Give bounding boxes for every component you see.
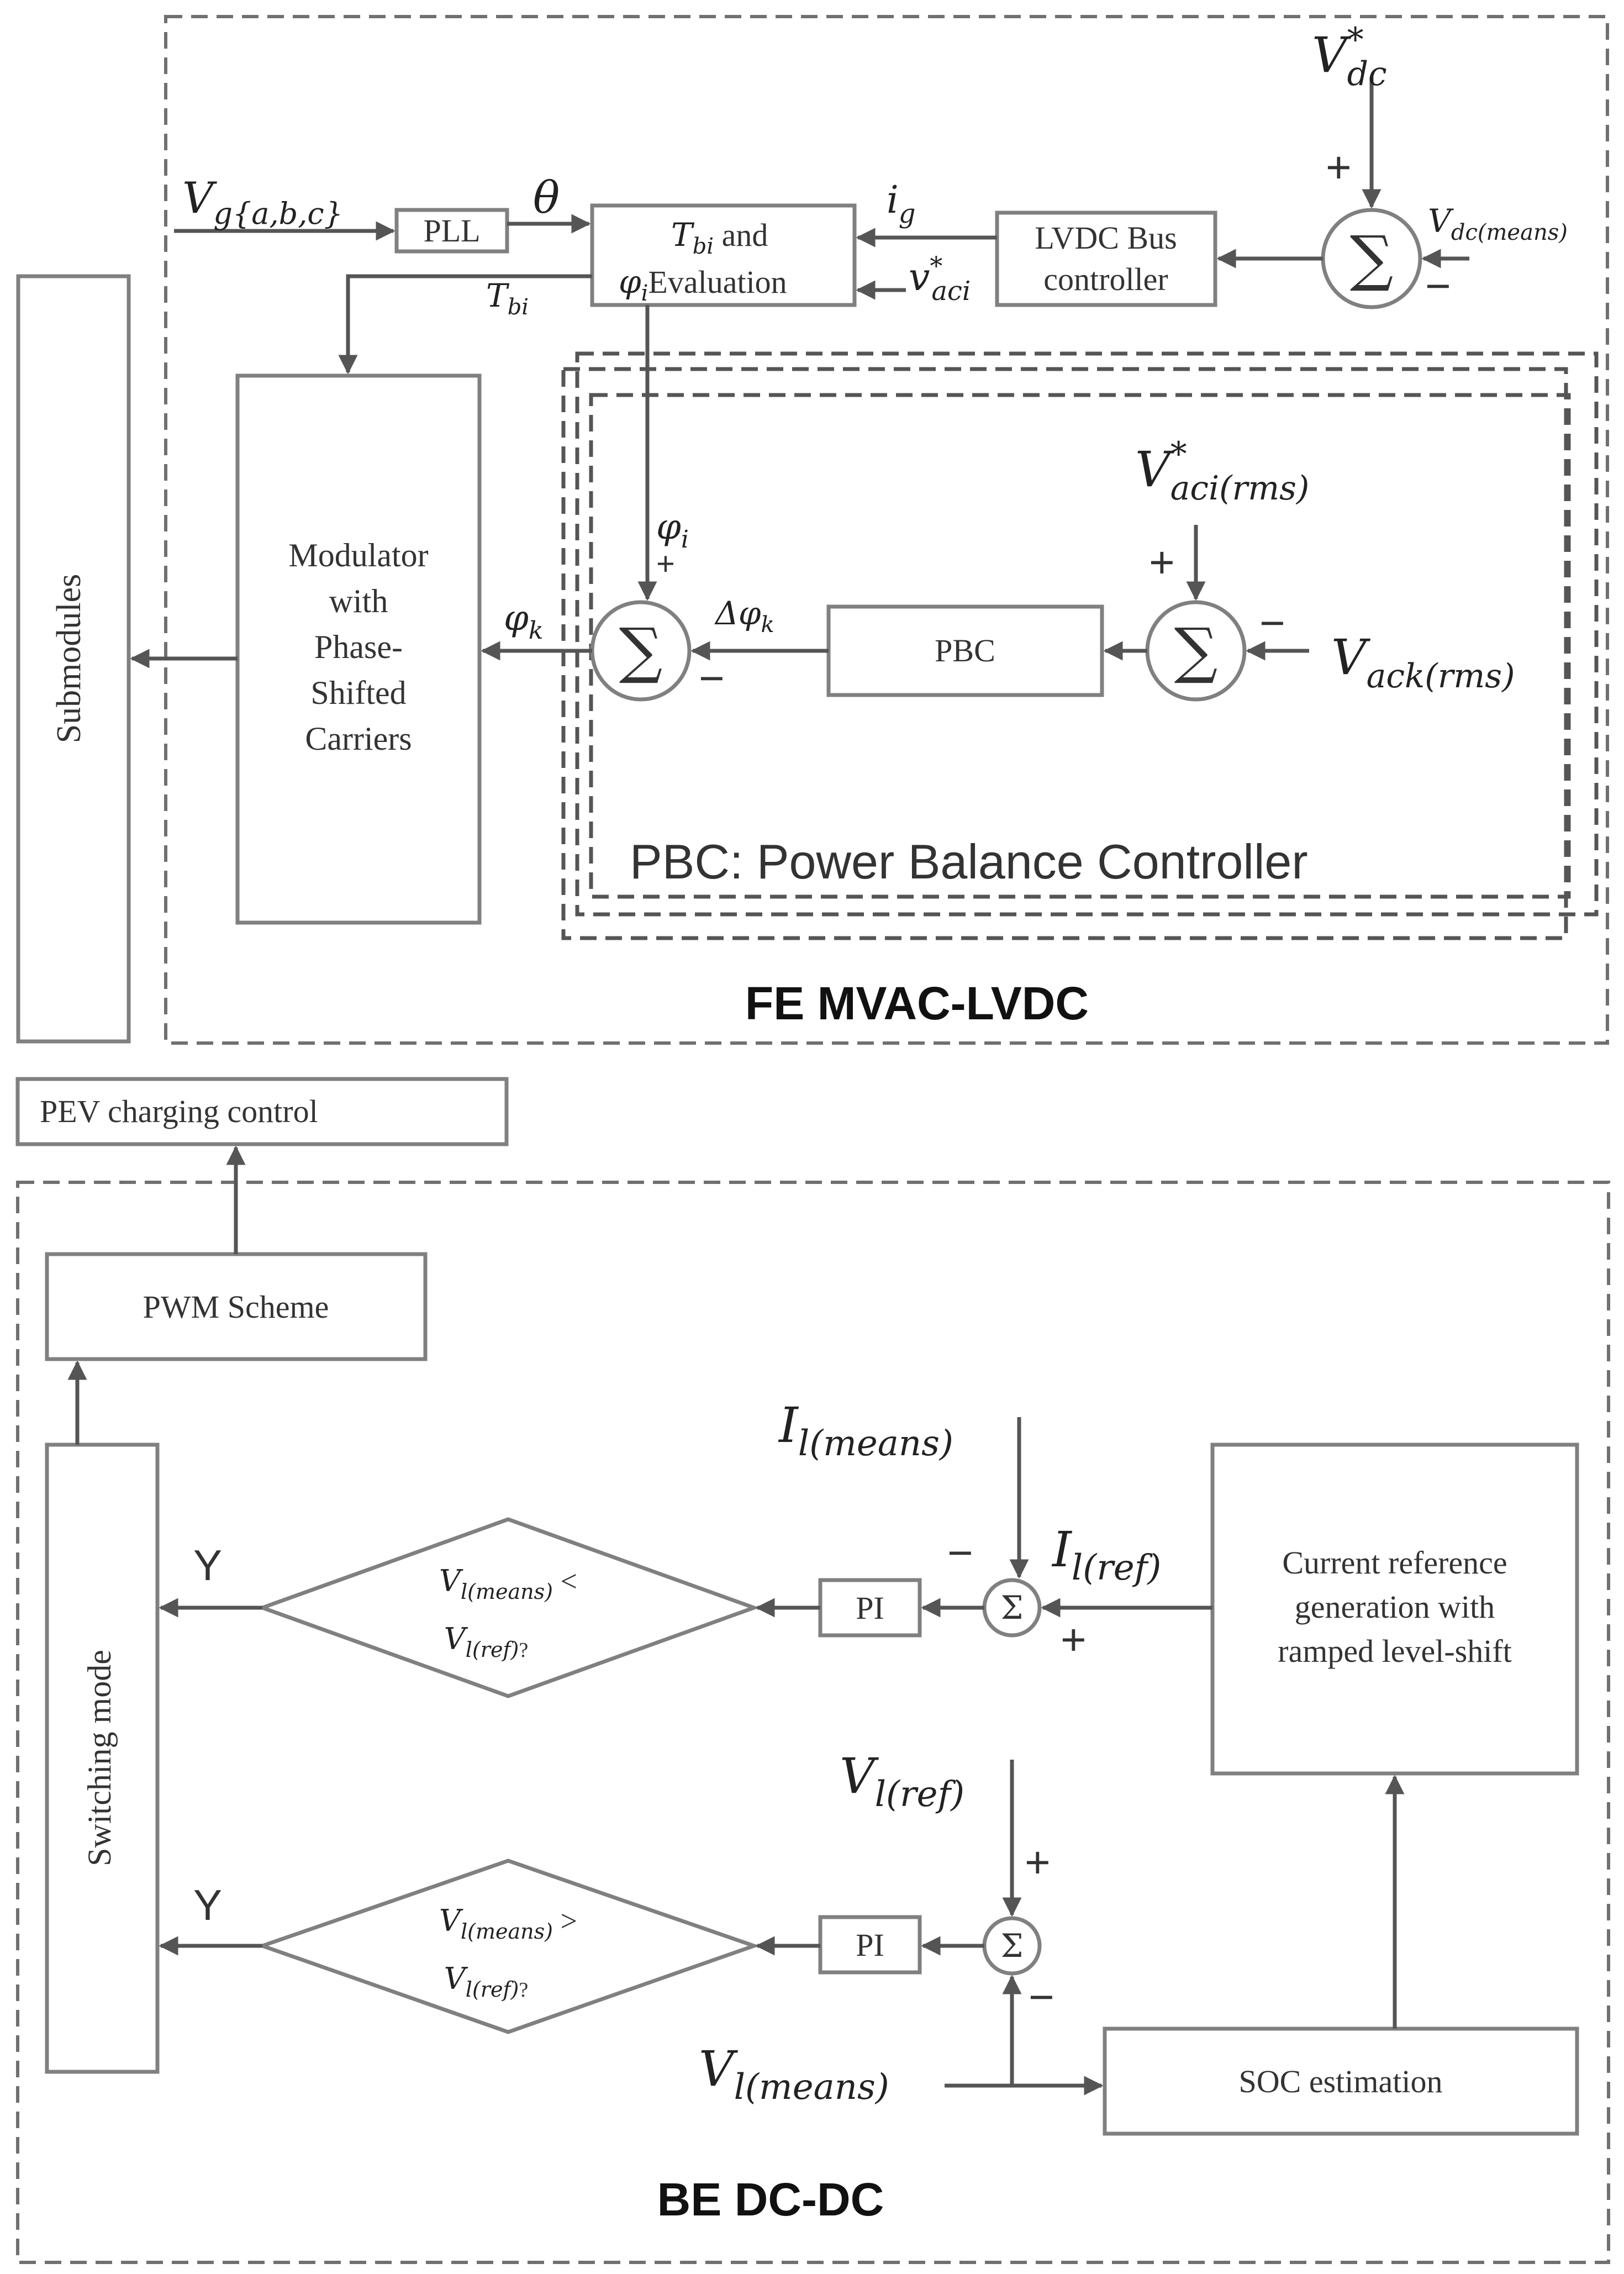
signal-il-means: Il(means) [778, 1397, 953, 1464]
sum-symbol-current: Σ [1000, 1589, 1023, 1626]
fe-title: FE MVAC-LVDC [745, 977, 1089, 1029]
mod-label-2: with [329, 583, 388, 619]
pwm-label: PWM Scheme [143, 1289, 329, 1325]
pll-label: PLL [423, 213, 480, 249]
submodules-block [16, 274, 131, 1044]
be-title: BE DC-DC [657, 2173, 884, 2225]
pbc-frame-middle [575, 351, 1599, 917]
soc-estimation-block [1103, 2026, 1579, 2136]
lvdc-bus-controller-block [995, 210, 1217, 307]
sum-symbol-vdc: ∑ [1350, 223, 1394, 293]
pwm-scheme-block [45, 1252, 428, 1361]
sign-minus-voltage: − [1029, 1972, 1054, 2022]
current-reference-block [1210, 1443, 1579, 1776]
decision-bottom [256, 1859, 760, 2034]
current-ref-label-2: generation with [1295, 1589, 1495, 1625]
sum-symbol-vac: ∑ [1174, 615, 1218, 686]
current-ref-label-1: Current reference [1282, 1545, 1507, 1581]
signal-theta: θ [533, 172, 560, 223]
sign-plus-phi: + [656, 546, 675, 582]
pi-label-top: PI [856, 1590, 884, 1626]
sign-minus-vac: − [1259, 598, 1285, 648]
modulator-block [235, 373, 482, 925]
signal-vaci-star: v*aci [909, 251, 971, 307]
current-ref-label-3: ramped level-shift [1278, 1633, 1512, 1669]
signal-phi-k: φk [504, 598, 543, 645]
be-region [16, 1181, 1610, 2264]
tbi-eval-line1: Tbi and [671, 216, 768, 259]
signal-delta-phi-k: Δφk [714, 594, 774, 638]
sign-minus-vdc: − [1425, 261, 1451, 310]
signal-vl-ref: Vl(ref) [840, 1747, 964, 1815]
mod-label-3: Phase- [314, 629, 403, 665]
yes-label-top: Y [193, 1541, 222, 1589]
signal-tbi: Tbi [486, 277, 529, 320]
signal-vdc-star: V*dc [1312, 20, 1387, 93]
pi-block-top [818, 1578, 922, 1638]
lvdc-label-2: controller [1043, 261, 1168, 297]
signal-vdc-means: Vdc(means) [1428, 202, 1568, 245]
pbc-label: PBC [935, 633, 995, 668]
signal-vaci-rms-star: V*aci(rms) [1135, 435, 1309, 508]
wire-tbi-modulator [338, 274, 592, 375]
fe-region [164, 15, 1609, 1045]
mod-label-5: Carriers [305, 720, 412, 757]
decision-top [256, 1517, 760, 1698]
switching-mode-block [45, 1443, 160, 2074]
pev-charging-block [15, 1077, 509, 1146]
mod-label-1: Modulator [288, 537, 428, 573]
pi-label-bottom: PI [856, 1927, 884, 1963]
signal-il-ref: Il(ref) [1051, 1521, 1161, 1588]
sign-plus-vac: + [1149, 538, 1175, 587]
signal-vl-means: Vl(means) [699, 2040, 889, 2108]
pbc-caption: PBC: Power Balance Controller [630, 834, 1308, 889]
sum-symbol-phi: ∑ [619, 615, 663, 686]
sum-symbol-voltage: Σ [1000, 1927, 1023, 1965]
sign-minus-current: − [947, 1528, 973, 1577]
tbi-eval-line2: φiEvaluation [619, 263, 787, 306]
tbi-evaluation-block [590, 203, 857, 307]
sign-plus-vdc: + [1326, 143, 1352, 192]
pbc-frame-outer [561, 367, 1568, 940]
signal-ig: ig [887, 178, 915, 229]
pev-label: PEV charging control [40, 1093, 318, 1129]
mod-label-4: Shifted [310, 675, 406, 711]
lvdc-label-1: LVDC Bus [1035, 220, 1177, 256]
sign-plus-current: + [1061, 1615, 1087, 1664]
yes-label-bottom: Y [193, 1881, 222, 1929]
switching-label: Switching mode [81, 1650, 118, 1866]
signal-vack-rms: Vack(rms) [1331, 629, 1515, 696]
sign-plus-voltage: + [1025, 1838, 1051, 1887]
signal-vg: Vg{a,b,c} [182, 173, 343, 231]
soc-label: SOC estimation [1239, 2064, 1443, 2099]
pi-block-bottom [818, 1915, 922, 1975]
submodules-label: Submodules [50, 574, 88, 744]
sign-minus-phi: − [699, 654, 725, 703]
pll-block [394, 208, 509, 254]
